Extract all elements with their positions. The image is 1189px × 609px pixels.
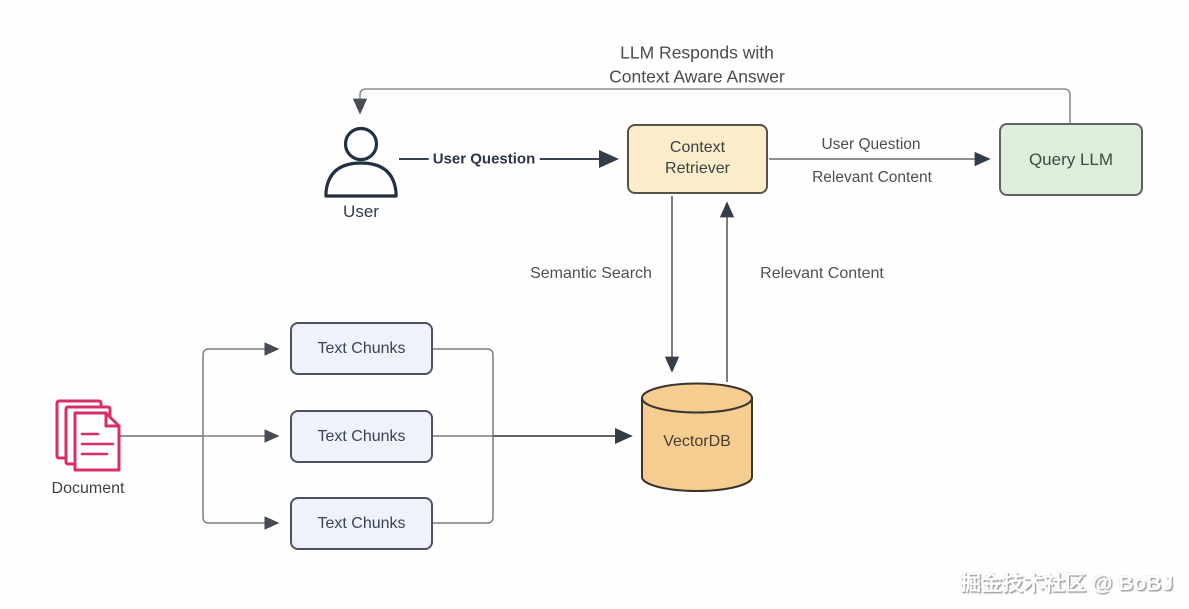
- query-llm-label: Query LLM: [1028, 149, 1114, 169]
- edge-merge-chunk-1: [433, 348, 494, 436]
- node-text-chunks-1: Text Chunks: [290, 322, 433, 375]
- vectordb-label: VectorDB: [663, 433, 731, 450]
- edge-label-user-question-2: User Question: [821, 136, 921, 153]
- text-chunks-label: Text Chunks: [317, 514, 406, 532]
- node-query-llm: Query LLM: [999, 123, 1143, 196]
- context-retriever-label: Context Retriever: [665, 139, 730, 177]
- edge-label-relevant-content-2: Relevant Content: [812, 169, 932, 186]
- document-icon: [55, 399, 121, 472]
- edge-llm-responds: [352, 88, 1071, 123]
- node-context-retriever: Context Retriever: [627, 124, 768, 194]
- edge-label-user-question: User Question: [428, 150, 540, 168]
- text-chunks-label: Text Chunks: [317, 339, 406, 357]
- user-icon: [324, 126, 398, 198]
- document-label: Document: [51, 480, 125, 497]
- watermark: 掘金技术社区 @ BoBJ: [960, 572, 1173, 595]
- node-text-chunks-3: Text Chunks: [290, 497, 433, 550]
- edge-branch-chunk-1: [202, 342, 280, 436]
- edge-merge-chunk-3: [433, 436, 494, 524]
- user-label: User: [343, 202, 379, 221]
- vectordb-cylinder: [641, 382, 753, 492]
- diagram-title-line1: LLM Responds with: [620, 42, 774, 63]
- node-text-chunks-2: Text Chunks: [290, 410, 433, 463]
- edge-branch-chunk-3: [202, 436, 280, 530]
- text-chunks-label: Text Chunks: [317, 427, 406, 445]
- diagram-title-line2: Context Aware Answer: [609, 66, 785, 87]
- edge-label-semantic-search: Semantic Search: [530, 265, 652, 282]
- edge-label-relevant-content: Relevant Content: [760, 265, 884, 282]
